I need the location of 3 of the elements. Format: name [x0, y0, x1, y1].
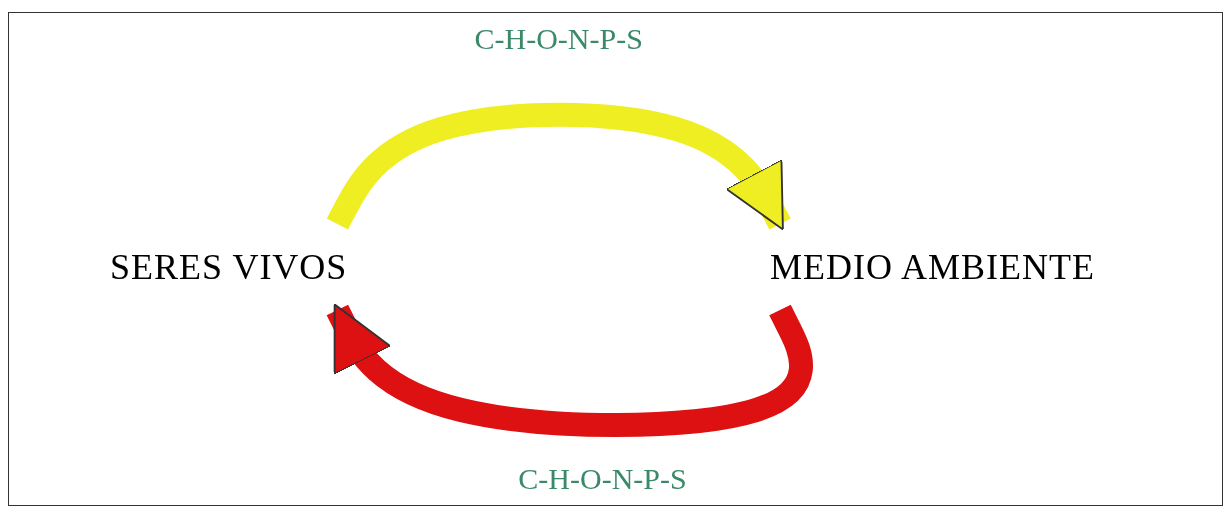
curved-arrow — [326, 102, 791, 231]
node-label: MEDIO AMBIENTE — [770, 246, 1095, 288]
node-label: SERES VIVOS — [110, 246, 348, 288]
